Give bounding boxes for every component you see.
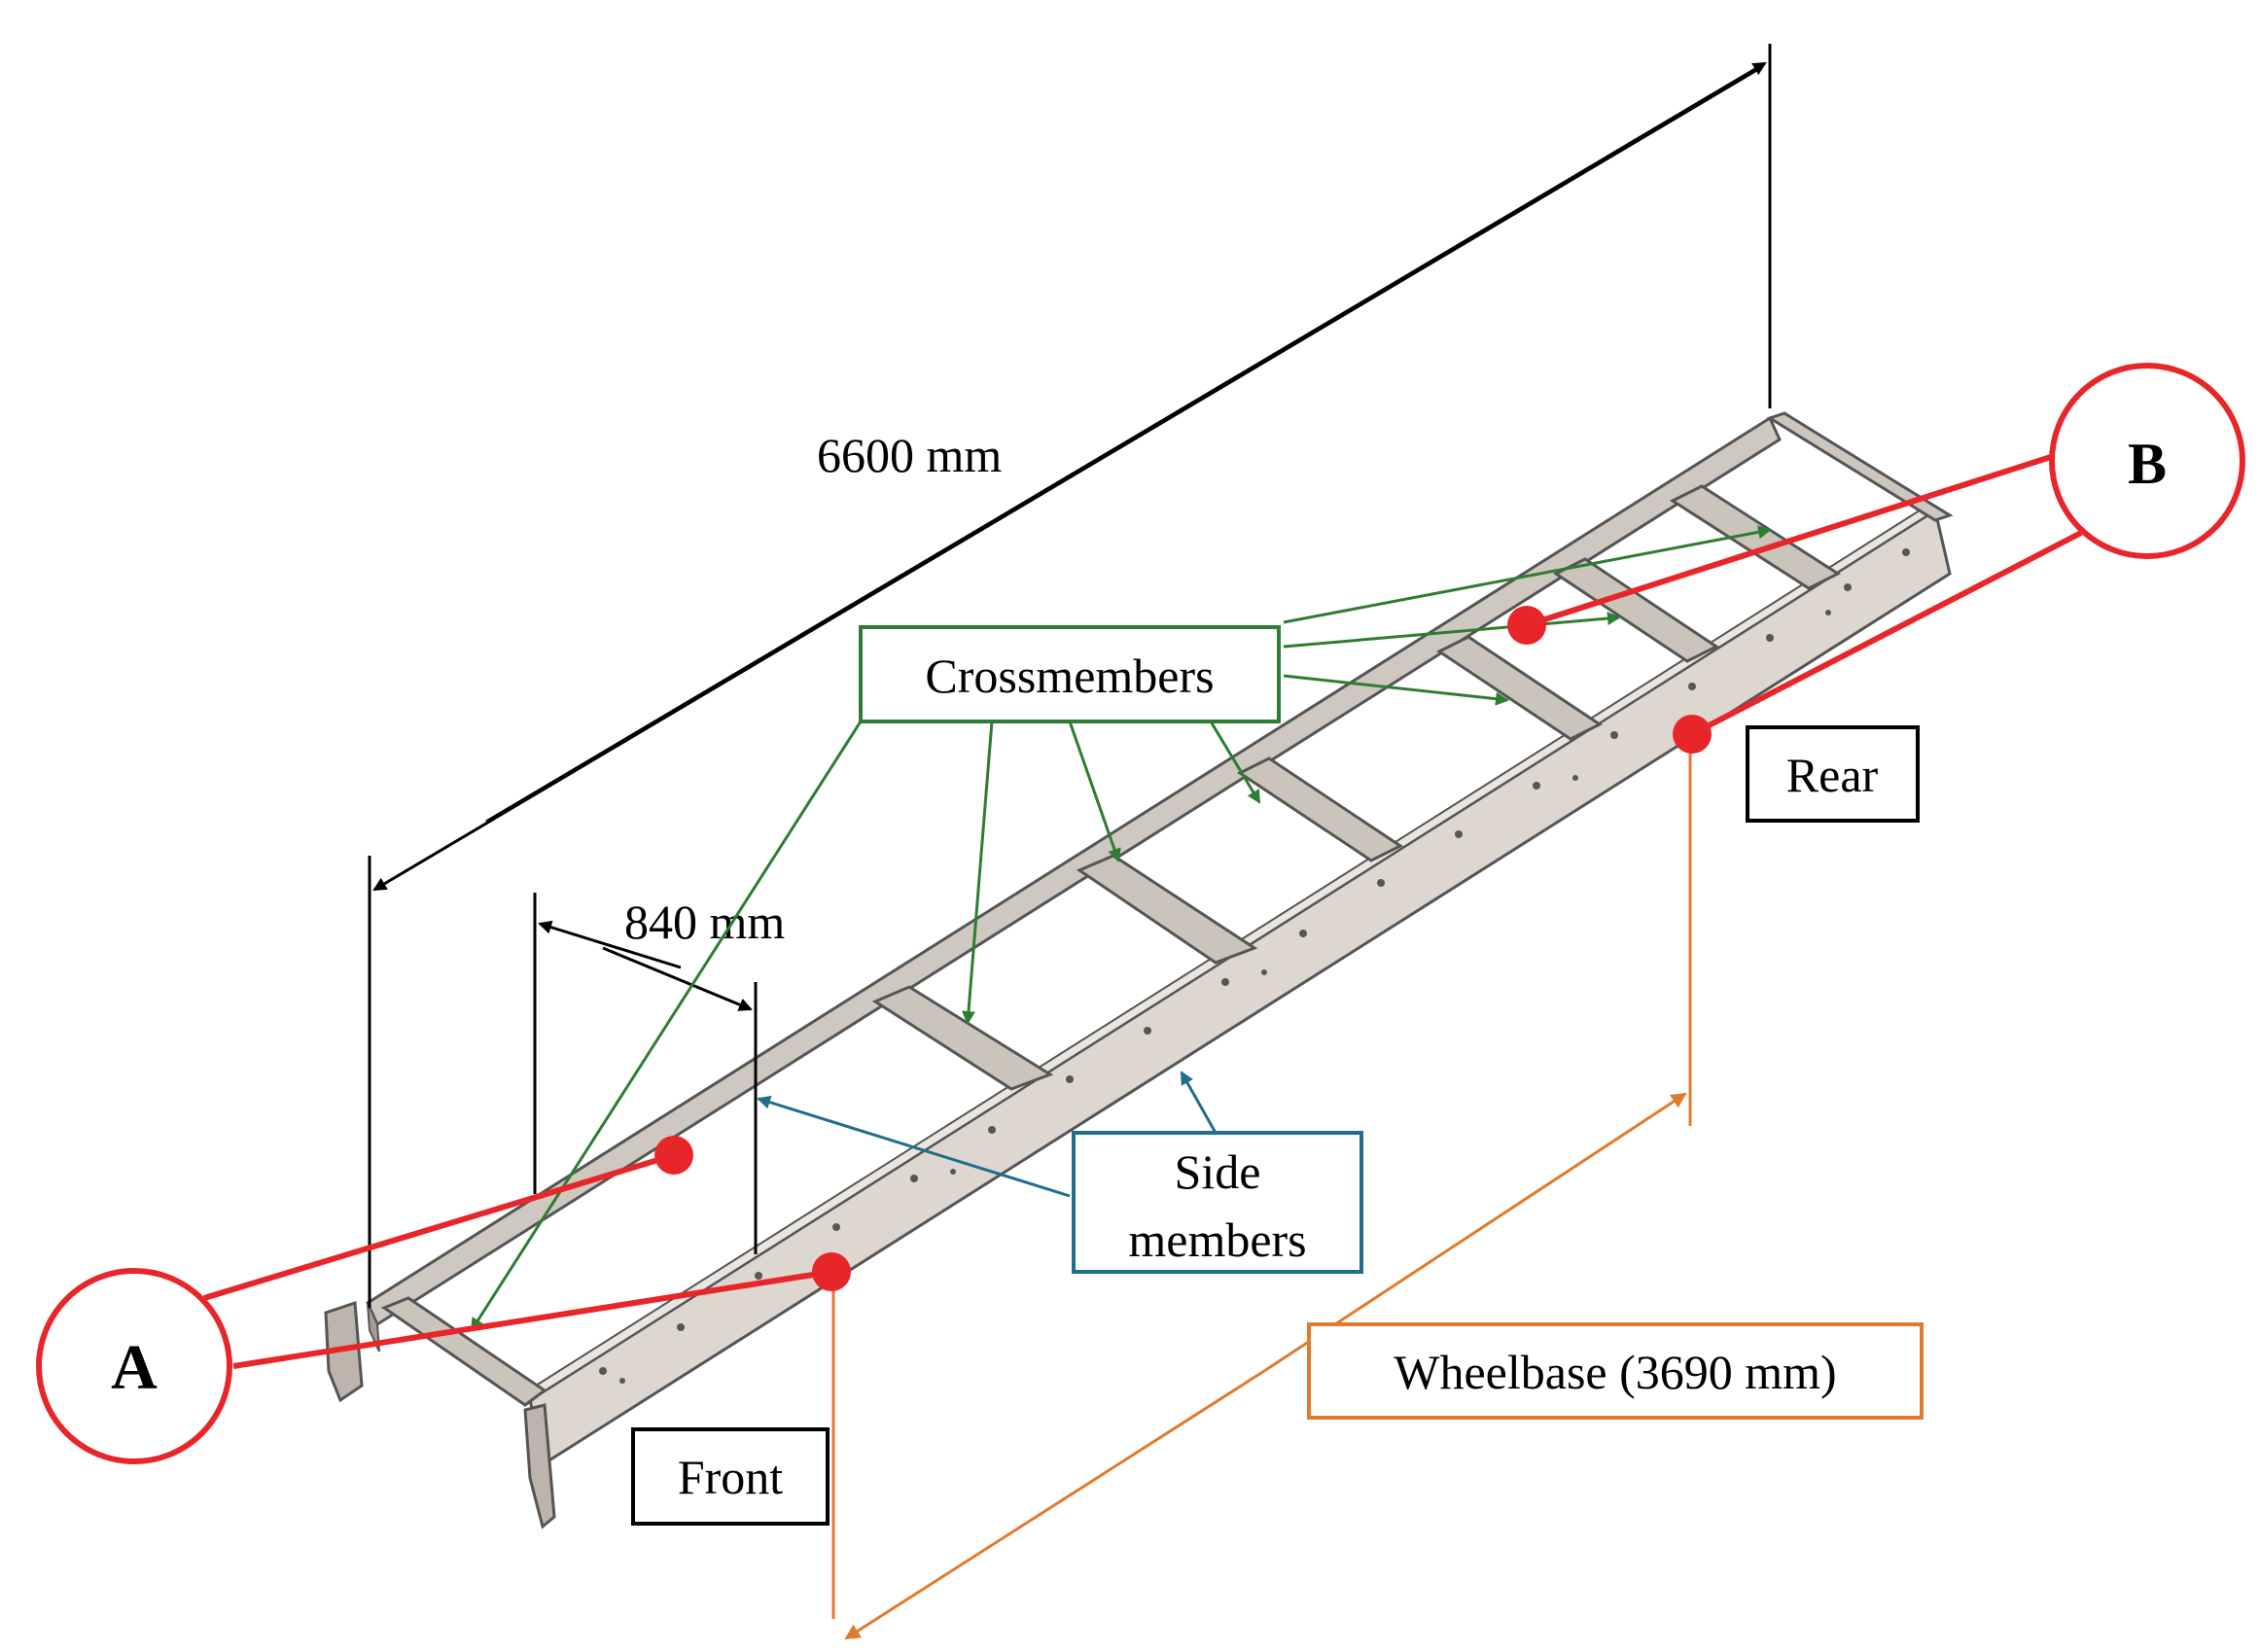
callout-a-point-2 xyxy=(812,1252,851,1291)
front-overhang-dimension: 840 mm xyxy=(533,893,785,1254)
callout-b-circle xyxy=(2049,363,2245,559)
crossmember-2 xyxy=(871,985,1054,1091)
crossmembers-callout: Crossmembers xyxy=(470,525,1772,1332)
crossmember-7 xyxy=(1669,484,1842,590)
callout-b-point-2 xyxy=(1673,715,1712,754)
rear-end-cap xyxy=(1766,411,1954,522)
callout-a-circle xyxy=(36,1268,232,1464)
rear-label-group: Rear xyxy=(1746,725,1920,823)
crossmembers-group xyxy=(380,484,1842,1407)
callout-a-point-1 xyxy=(654,1136,693,1175)
rear-box xyxy=(1746,725,1920,823)
callout-a-letter: A xyxy=(111,1332,158,1403)
rear-label: Rear xyxy=(1786,748,1879,802)
front-overhang-label: 840 mm xyxy=(624,895,785,949)
chassis-frame xyxy=(324,411,1954,1529)
crossmember-3 xyxy=(1076,854,1258,965)
rivet-holes xyxy=(599,548,1910,1384)
crossmembers-label: Crossmembers xyxy=(925,649,1214,703)
callout-b: B xyxy=(1507,363,2245,754)
front-box xyxy=(631,1427,830,1526)
crossmember-1 xyxy=(380,1296,547,1407)
crossmember-6 xyxy=(1553,557,1719,663)
front-label-group: Front xyxy=(631,1427,830,1526)
side-members-label-line1: Side xyxy=(1175,1144,1261,1199)
overall-length-label: 6600 mm xyxy=(817,428,1002,482)
front-bracket-right xyxy=(523,1403,556,1529)
callout-a: A xyxy=(36,1136,851,1464)
crossmember-4 xyxy=(1237,756,1403,862)
wheelbase-dimension: Wheelbase (3690 mm) xyxy=(831,720,1924,1640)
side-members-label-line2: members xyxy=(1128,1213,1306,1267)
side-members-box xyxy=(1072,1131,1363,1274)
overall-length-arrow xyxy=(372,66,1761,892)
crossmembers-box xyxy=(859,625,1281,723)
crossmember-5 xyxy=(1436,635,1603,741)
wheelbase-box xyxy=(1307,1322,1924,1420)
side-members-callout: Side members xyxy=(757,1071,1363,1274)
front-label: Front xyxy=(678,1450,783,1504)
overall-length-dimension: 6600 mm xyxy=(368,44,1772,1308)
wheelbase-label: Wheelbase (3690 mm) xyxy=(1394,1345,1836,1399)
callout-b-letter: B xyxy=(2128,432,2167,496)
callout-b-point-1 xyxy=(1507,606,1546,645)
